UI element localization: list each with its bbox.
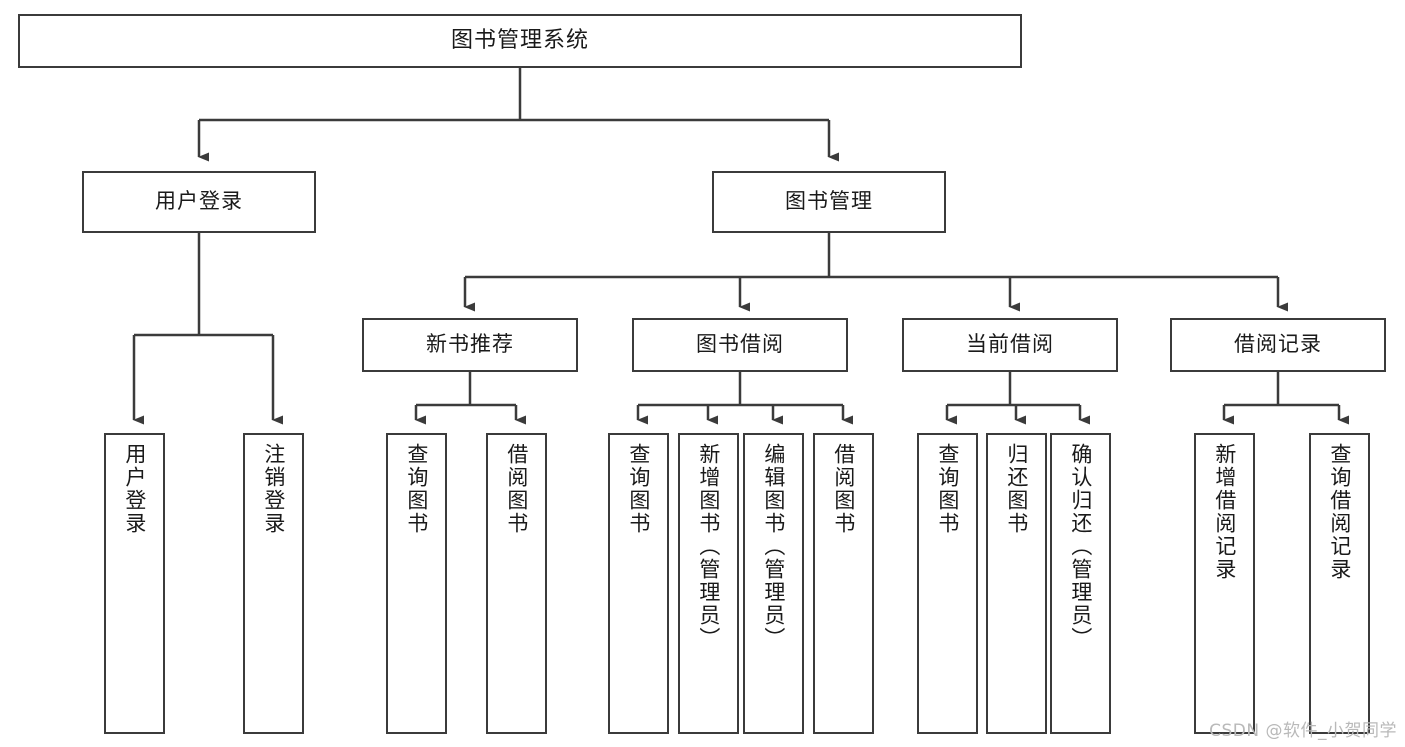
node-user-login[interactable]: 用户登录	[82, 171, 316, 233]
leaf-records-query-record[interactable]: 查询借阅记录	[1309, 433, 1370, 734]
node-label: 借阅图书	[504, 443, 529, 535]
leaf-records-add-record[interactable]: 新增借阅记录	[1194, 433, 1255, 734]
leaf-current-return-books[interactable]: 归还图书	[986, 433, 1047, 734]
node-label: 用户登录	[122, 443, 147, 535]
node-label: 图书管理系统	[450, 27, 589, 53]
node-label: 编辑图书（管理员）	[761, 443, 786, 650]
leaf-user-login-sign-in[interactable]: 用户登录	[104, 433, 165, 734]
node-book-borrow[interactable]: 图书借阅	[632, 318, 848, 372]
node-borrow-records[interactable]: 借阅记录	[1170, 318, 1386, 372]
node-root-book-management-system[interactable]: 图书管理系统	[18, 14, 1022, 68]
leaf-borrow-add-book-admin[interactable]: 新增图书（管理员）	[678, 433, 739, 734]
node-label: 查询借阅记录	[1327, 443, 1352, 581]
node-label: 归还图书	[1004, 443, 1029, 535]
node-label: 新增借阅记录	[1212, 443, 1237, 581]
node-label: 查询图书	[404, 443, 429, 535]
node-book-management[interactable]: 图书管理	[712, 171, 946, 233]
node-label: 查询图书	[626, 443, 651, 535]
leaf-current-confirm-return-admin[interactable]: 确认归还（管理员）	[1050, 433, 1111, 734]
watermark-text: CSDN @软件_小贺同学	[1209, 721, 1397, 741]
node-label: 查询图书	[935, 443, 960, 535]
leaf-current-query-books[interactable]: 查询图书	[917, 433, 978, 734]
node-label: 注销登录	[261, 443, 286, 535]
node-label: 确认归还（管理员）	[1068, 443, 1093, 650]
node-label: 新增图书（管理员）	[696, 443, 721, 650]
node-label: 借阅记录	[1234, 332, 1322, 357]
leaf-user-login-sign-out[interactable]: 注销登录	[243, 433, 304, 734]
leaf-borrow-borrow-books[interactable]: 借阅图书	[813, 433, 874, 734]
node-label: 用户登录	[155, 189, 243, 214]
node-current-borrow[interactable]: 当前借阅	[902, 318, 1118, 372]
leaf-borrow-query-books[interactable]: 查询图书	[608, 433, 669, 734]
leaf-borrow-edit-book-admin[interactable]: 编辑图书（管理员）	[743, 433, 804, 734]
leaf-new-book-query-books[interactable]: 查询图书	[386, 433, 447, 734]
leaf-new-book-borrow-books[interactable]: 借阅图书	[486, 433, 547, 734]
node-label: 借阅图书	[831, 443, 856, 535]
node-label: 新书推荐	[426, 332, 514, 357]
node-label: 图书管理	[785, 189, 873, 214]
node-label: 图书借阅	[696, 332, 784, 357]
node-new-book-recommend[interactable]: 新书推荐	[362, 318, 578, 372]
node-label: 当前借阅	[966, 332, 1054, 357]
